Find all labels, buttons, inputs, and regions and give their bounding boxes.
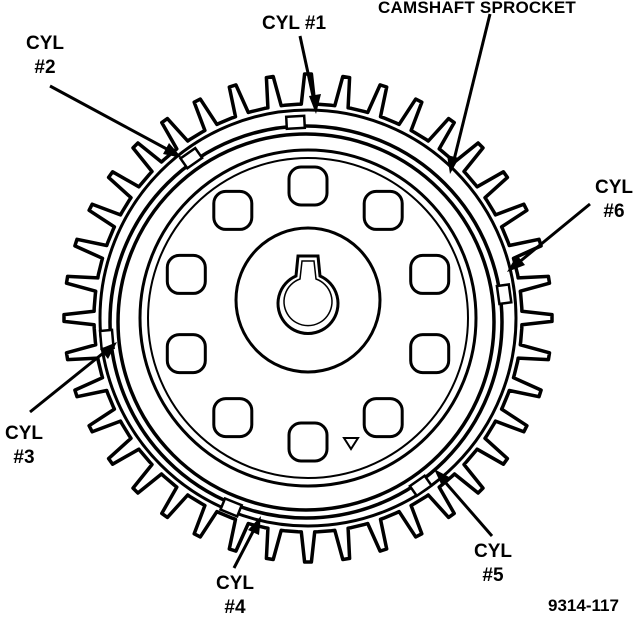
bolt-hole bbox=[362, 189, 404, 231]
cyl-6-label: CYL #6 bbox=[592, 176, 636, 224]
arrow-cyl3-icon bbox=[100, 342, 117, 359]
cyl-3-line2: #3 bbox=[13, 447, 35, 468]
keyhole-slot-inner bbox=[283, 260, 333, 327]
bolt-hole bbox=[287, 165, 329, 207]
keyhole-slot bbox=[276, 254, 340, 335]
reluctor-ring-outline bbox=[108, 124, 504, 520]
camshaft-sprocket-label: CAMSHAFT SPROCKET bbox=[378, 0, 576, 17]
bolt-hole bbox=[287, 421, 329, 463]
cyl-6-line1: CYL bbox=[595, 177, 633, 198]
reluctor-tab bbox=[495, 283, 513, 306]
arrow-cyl1-icon bbox=[309, 94, 321, 114]
bolt-hole bbox=[409, 253, 451, 295]
cyl-2-line1: CYL bbox=[26, 33, 64, 54]
leader-cyl5 bbox=[436, 473, 494, 537]
cyl-5-line1: CYL bbox=[474, 541, 512, 562]
hub-inner-ring bbox=[147, 157, 469, 479]
cyl-4-label: CYL #4 bbox=[210, 572, 260, 620]
cyl-1-text: CYL #1 bbox=[262, 13, 327, 34]
leader-cyl6 bbox=[511, 202, 591, 270]
arrow-cyl2-icon bbox=[163, 143, 182, 158]
reluctor-tab bbox=[408, 473, 434, 498]
cylinder-tabs bbox=[98, 114, 513, 518]
cyl-6-line2: #6 bbox=[603, 201, 625, 222]
cyl-2-label: CYL #2 bbox=[20, 32, 70, 80]
bolt-hole bbox=[212, 189, 254, 231]
leader-lines bbox=[29, 13, 591, 569]
reluctor-tab bbox=[284, 114, 307, 131]
bolt-hole bbox=[212, 397, 254, 439]
figure-reference: 9314-117 bbox=[548, 596, 619, 615]
reluctor-ring bbox=[98, 114, 513, 520]
arrow-cyl5-icon bbox=[434, 469, 451, 486]
cyl-3-label: CYL #3 bbox=[2, 422, 46, 470]
cyl-2-line2: #2 bbox=[34, 57, 56, 78]
arrow-camshaft-sprocket-icon bbox=[447, 155, 459, 174]
timing-mark-triangle-icon bbox=[342, 437, 360, 451]
leader-cyl2 bbox=[49, 84, 177, 156]
bolt-hole bbox=[165, 333, 207, 375]
bolt-hole bbox=[165, 253, 207, 295]
cyl-1-label: CYL #1 bbox=[262, 12, 326, 36]
cyl-4-line1: CYL bbox=[216, 573, 254, 594]
bolt-hole bbox=[409, 333, 451, 375]
cyl-5-line2: #5 bbox=[482, 565, 504, 586]
leader-camshaft-sprocket bbox=[450, 13, 492, 169]
bolt-hole bbox=[362, 397, 404, 439]
reluctor-tab bbox=[178, 146, 204, 171]
arrow-cyl4-icon bbox=[248, 516, 261, 535]
cyl-5-label: CYL #5 bbox=[468, 540, 518, 588]
cyl-3-line1: CYL bbox=[5, 423, 43, 444]
arrow-cyl6-icon bbox=[507, 255, 525, 272]
bolt-holes bbox=[165, 165, 451, 463]
leader-cyl3 bbox=[29, 344, 113, 414]
reluctor-tab bbox=[218, 496, 244, 518]
cyl-4-line2: #4 bbox=[224, 597, 246, 618]
